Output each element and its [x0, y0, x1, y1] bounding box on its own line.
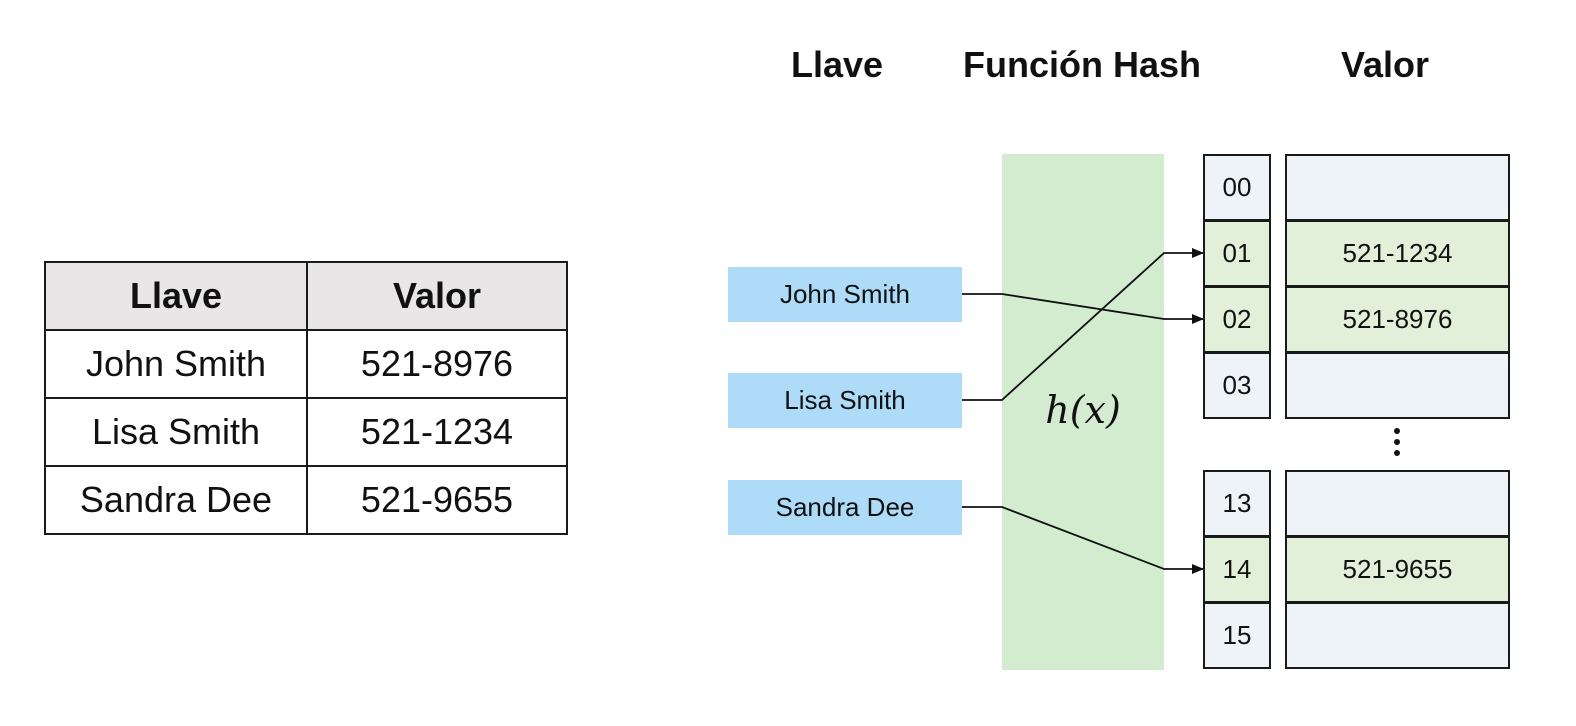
bucket-value: [1285, 602, 1510, 669]
arrow-sandra-dee: [962, 506, 1204, 574]
bucket-index: 02: [1203, 286, 1271, 353]
cell-key: Sandra Dee: [44, 465, 308, 535]
bucket-index: 13: [1203, 470, 1271, 537]
bucket-value: 521-8976: [1285, 286, 1510, 353]
key-box-lisa-smith: Lisa Smith: [728, 373, 962, 428]
ellipsis-icon: [1387, 428, 1407, 461]
cell-value: 521-9655: [306, 465, 568, 535]
cell-key: Lisa Smith: [44, 397, 308, 467]
table-header-row: Llave Valor: [44, 261, 568, 331]
bucket-index: 15: [1203, 602, 1271, 669]
bucket-value: 521-1234: [1285, 220, 1510, 287]
hash-function-band: h(x): [1002, 154, 1164, 670]
cell-key: John Smith: [44, 329, 308, 399]
table-row: John Smith 521-8976: [44, 329, 568, 399]
header-key: Llave: [44, 261, 308, 331]
title-hash-function: Función Hash: [962, 44, 1201, 85]
cell-value: 521-1234: [306, 397, 568, 467]
cell-value: 521-8976: [306, 329, 568, 399]
key-box-john-smith: John Smith: [728, 267, 962, 322]
bucket-index: 03: [1203, 352, 1271, 419]
title-value: Valor: [1340, 44, 1430, 85]
bucket-index: 01: [1203, 220, 1271, 287]
table-row: Sandra Dee 521-9655: [44, 465, 568, 535]
title-key: Llave: [790, 44, 884, 85]
key-box-sandra-dee: Sandra Dee: [728, 480, 962, 535]
key-value-table: Llave Valor John Smith 521-8976 Lisa Smi…: [44, 261, 568, 535]
hash-function-label: h(x): [1045, 388, 1121, 432]
bucket-value: [1285, 352, 1510, 419]
bucket-index: 00: [1203, 154, 1271, 221]
header-value: Valor: [306, 261, 568, 331]
table-row: Lisa Smith 521-1234: [44, 397, 568, 467]
arrow-john-smith: [962, 293, 1204, 324]
arrow-lisa-smith: [962, 248, 1204, 401]
bucket-index: 14: [1203, 536, 1271, 603]
